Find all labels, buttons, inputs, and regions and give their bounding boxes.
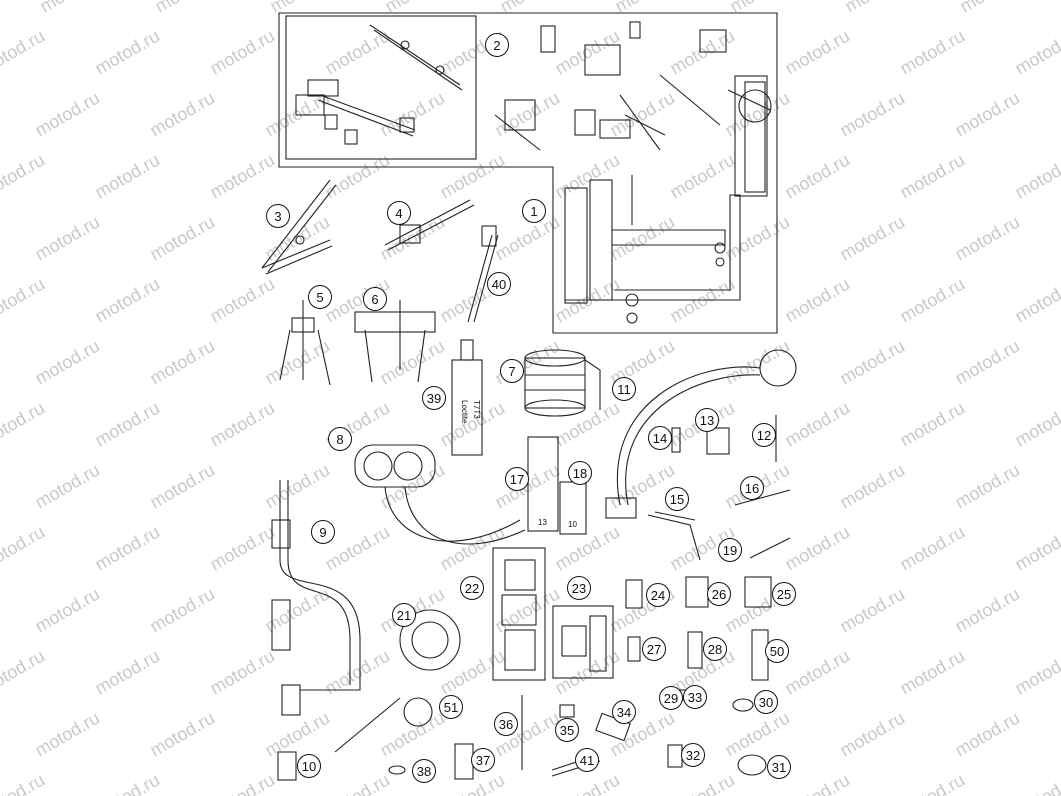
callout-12: 12	[752, 423, 776, 447]
tool-2-frame	[285, 15, 477, 160]
callout-51: 51	[439, 695, 463, 719]
callout-32: 32	[681, 743, 705, 767]
callout-29: 29	[659, 686, 683, 710]
callout-31: 31	[767, 755, 791, 779]
callout-19: 19	[718, 538, 742, 562]
callout-38: 38	[412, 759, 436, 783]
callout-33: 33	[683, 685, 707, 709]
callout-37: 37	[471, 748, 495, 772]
callout-3: 3	[266, 204, 290, 228]
bottle-label-code: T7T3	[472, 400, 481, 419]
callout-2: 2	[485, 33, 509, 57]
callout-17: 17	[505, 467, 529, 491]
callout-39: 39	[422, 386, 446, 410]
callout-50: 50	[765, 639, 789, 663]
callout-9: 9	[311, 520, 335, 544]
callout-30: 30	[754, 690, 778, 714]
callout-27: 27	[642, 637, 666, 661]
callout-22: 22	[460, 576, 484, 600]
callout-7: 7	[500, 359, 524, 383]
callout-18: 18	[568, 461, 592, 485]
callout-1: 1	[522, 199, 546, 223]
callout-23: 23	[567, 576, 591, 600]
callout-28: 28	[703, 637, 727, 661]
callout-21: 21	[392, 603, 416, 627]
callout-16: 16	[740, 476, 764, 500]
callout-4: 4	[387, 201, 411, 225]
callout-10: 10	[297, 754, 321, 778]
group-frame	[278, 12, 778, 334]
socket-label-17: 13	[538, 518, 547, 527]
callout-35: 35	[555, 718, 579, 742]
callout-8: 8	[328, 427, 352, 451]
callout-41: 41	[575, 748, 599, 772]
callout-6: 6	[363, 287, 387, 311]
callout-11: 11	[612, 377, 636, 401]
callout-34: 34	[612, 700, 636, 724]
callout-15: 15	[665, 487, 689, 511]
callout-13: 13	[695, 408, 719, 432]
callout-25: 25	[772, 582, 796, 606]
callout-26: 26	[707, 582, 731, 606]
callout-40: 40	[487, 272, 511, 296]
callout-5: 5	[308, 285, 332, 309]
callout-36: 36	[494, 712, 518, 736]
callout-14: 14	[648, 426, 672, 450]
bottle-label-brand: Loctite	[460, 400, 469, 424]
callout-24: 24	[646, 583, 670, 607]
socket-label-18: 10	[568, 520, 577, 529]
